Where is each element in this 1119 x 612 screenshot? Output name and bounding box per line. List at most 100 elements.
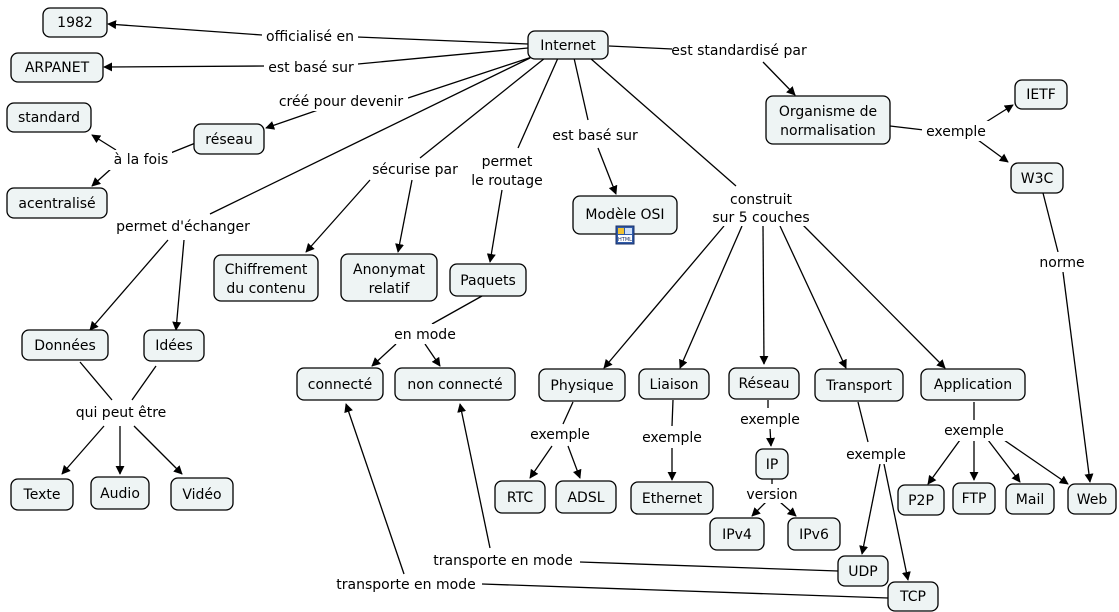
edge [357,47,529,65]
edge [209,57,531,215]
concept-anonymat-line1: Anonymat [353,262,425,278]
concept-anonymat-line2: relatif [369,281,411,297]
concept-1982[interactable]: 1982 [42,7,108,38]
concept-video[interactable]: Vidéo [170,477,234,511]
concept-arpanet[interactable]: ARPANET [10,52,104,83]
concept-audio[interactable]: Audio [90,476,150,510]
linking-phrases: officialisé en est basé sur créé pour de… [70,26,1088,595]
edge [481,583,889,599]
concept-reseau-label: réseau [205,132,252,148]
concept-mail[interactable]: Mail [1005,483,1055,515]
edge [305,179,371,253]
concept-w3c-label: W3C [1021,171,1054,187]
concept-adsl[interactable]: ADSL [555,480,617,514]
edge [985,104,1014,123]
concept-rtc[interactable]: RTC [494,480,546,514]
link-le-routage: le routage [471,173,542,189]
concept-paquets-label: Paquets [460,273,516,289]
concept-transport[interactable]: Transport [814,368,904,402]
concept-donnees[interactable]: Données [21,329,109,361]
edge [91,167,113,187]
concept-modele-osi[interactable]: Modèle OSI [572,195,678,235]
concept-application[interactable]: Application [920,368,1026,401]
svg-text:HTML: HTML [618,237,632,243]
concept-non-connecte[interactable]: non connecté [394,367,516,401]
concept-standard-label: standard [18,110,80,126]
concept-connecte[interactable]: connecté [296,367,384,401]
concept-acentralise-label: acentralisé [18,196,95,212]
edge [407,55,536,99]
concept-internet[interactable]: Internet [527,30,609,60]
link-en-mode: en mode [394,327,456,343]
concept-liaison[interactable]: Liaison [638,368,710,400]
edges [61,20,1094,599]
edge [61,425,105,475]
link-exemple-application: exemple [944,423,1004,439]
concept-1982-label: 1982 [57,15,93,31]
concept-p2p[interactable]: P2P [897,484,945,516]
edge [419,57,546,159]
concept-reseau[interactable]: réseau [193,123,265,155]
concept-organisme-normalisation[interactable]: Organisme de normalisation [765,95,891,145]
concept-physique[interactable]: Physique [538,368,626,402]
edge [589,57,737,187]
edge [395,179,413,253]
link-exemple-physique: exemple [530,427,590,443]
edge [766,427,776,447]
edge [889,125,925,131]
edge [529,445,553,479]
edge [987,439,1021,483]
link-est-base-sur-arpanet: est basé sur [268,60,354,76]
concept-chiffrement[interactable]: Chiffrement du contenu [213,254,319,302]
concept-ipv4[interactable]: IPv4 [709,517,765,551]
edge [486,189,503,263]
concept-audio-label: Audio [100,486,140,502]
edge [799,221,946,369]
concept-paquets[interactable]: Paquets [449,263,527,297]
link-officialise-en: officialisé en [266,29,354,45]
link-qui-peut-etre: qui peut être [76,405,167,421]
edge [608,45,673,50]
edge [751,501,767,517]
link-securise-par: sécurise par [372,162,458,178]
concept-ipv6-label: IPv6 [799,527,829,543]
concept-ftp-label: FTP [962,491,987,507]
edge [265,109,319,130]
link-norme: norme [1039,255,1084,271]
concept-idees[interactable]: Idées [143,329,205,362]
link-exemple-reseau: exemple [740,412,800,428]
edge [562,401,574,425]
concept-ethernet[interactable]: Ethernet [630,481,714,515]
concept-connecte-label: connecté [308,377,372,393]
edge [671,399,674,427]
edge [597,147,618,195]
edge [573,57,589,121]
concept-texte[interactable]: Texte [10,478,74,511]
edge [859,463,881,555]
edge [1062,271,1094,483]
concept-ietf[interactable]: IETF [1014,79,1068,110]
edge [172,239,185,331]
concept-tcp[interactable]: TCP [887,581,939,612]
concept-reseau-couche[interactable]: Réseau [728,367,800,400]
concept-web[interactable]: Web [1067,483,1117,515]
concept-ftp[interactable]: FTP [952,482,996,515]
concept-donnees-label: Données [34,338,96,354]
concept-acentralise[interactable]: acentralisé [6,187,108,219]
concept-ipv6[interactable]: IPv6 [787,517,841,551]
concept-standard[interactable]: standard [6,102,92,133]
concept-rtc-label: RTC [507,490,533,506]
concept-w3c[interactable]: W3C [1010,162,1064,194]
concept-internet-label: Internet [540,38,596,54]
concept-anonymat[interactable]: Anonymat relatif [340,253,438,302]
link-exemple-transport: exemple [846,447,906,463]
concept-ip-label: IP [766,457,779,473]
edge [779,501,797,517]
edge [89,239,169,331]
concept-ip[interactable]: IP [755,448,789,480]
link-exemple-organisme: exemple [926,124,986,140]
concept-udp[interactable]: UDP [837,555,889,587]
link-exemple-liaison: exemple [642,430,702,446]
html-document-icon[interactable]: HTML [615,225,635,245]
